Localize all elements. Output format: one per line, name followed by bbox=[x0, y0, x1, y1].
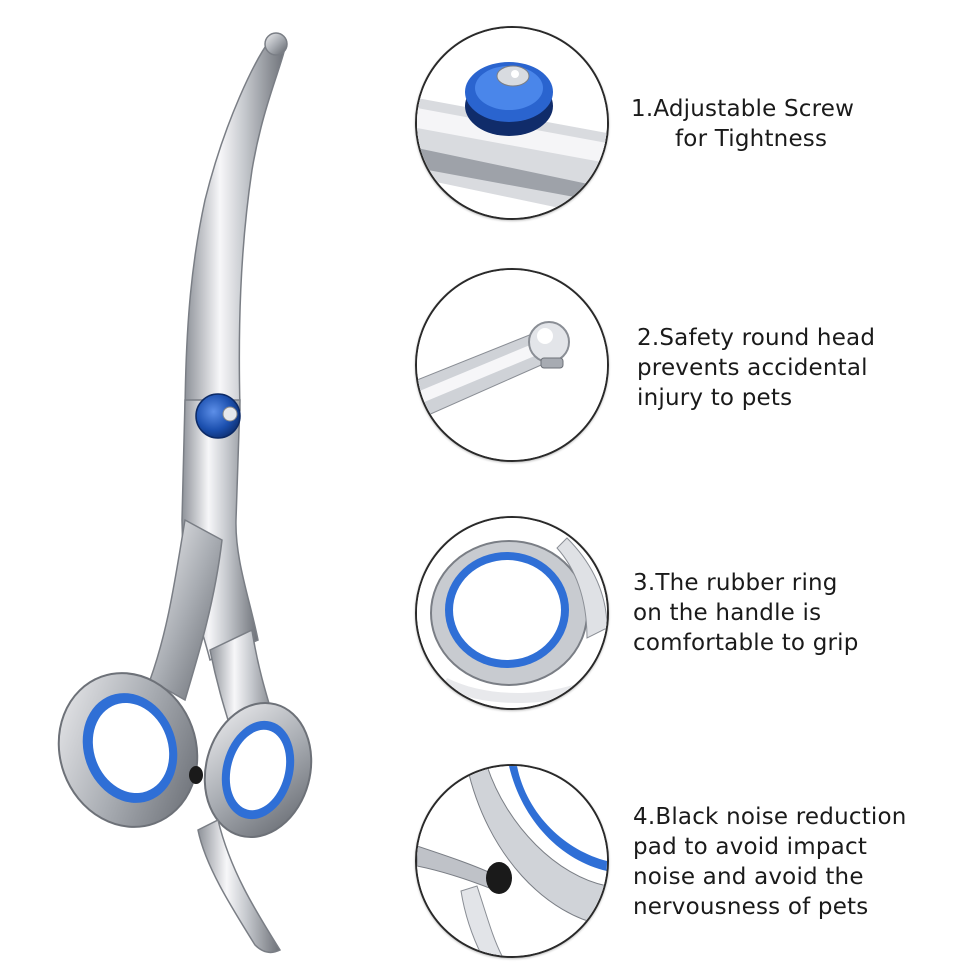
caption-line: 3.The rubber ring bbox=[633, 570, 838, 596]
caption-line: on the handle is bbox=[633, 600, 822, 626]
feature-caption-2: 2.Safety round head prevents accidental … bbox=[637, 323, 875, 413]
feature-caption-3: 3.The rubber ring on the handle is comfo… bbox=[633, 568, 859, 658]
noise-pad-closeup bbox=[415, 764, 609, 958]
caption-line: pad to avoid impact bbox=[633, 834, 868, 860]
rubber-ring-closeup bbox=[415, 516, 609, 710]
caption-line: 4.Black noise reduction bbox=[633, 804, 907, 830]
caption-line: nervousness of pets bbox=[633, 894, 869, 920]
feature-caption-4: 4.Black noise reduction pad to avoid imp… bbox=[633, 802, 907, 922]
caption-line: injury to pets bbox=[637, 385, 793, 411]
caption-line: 1.Adjustable Screw bbox=[631, 96, 855, 122]
screw-closeup bbox=[415, 26, 609, 220]
caption-line: comfortable to grip bbox=[633, 630, 859, 656]
feature-caption-1: 1.Adjustable Screw for Tightness bbox=[631, 94, 854, 154]
caption-line: for Tightness bbox=[675, 126, 828, 152]
round-tip-closeup bbox=[415, 268, 609, 462]
scissors-illustration bbox=[57, 32, 313, 954]
caption-line: prevents accidental bbox=[637, 355, 868, 381]
caption-line: 2.Safety round head bbox=[637, 325, 876, 351]
caption-line: noise and avoid the bbox=[633, 864, 864, 890]
